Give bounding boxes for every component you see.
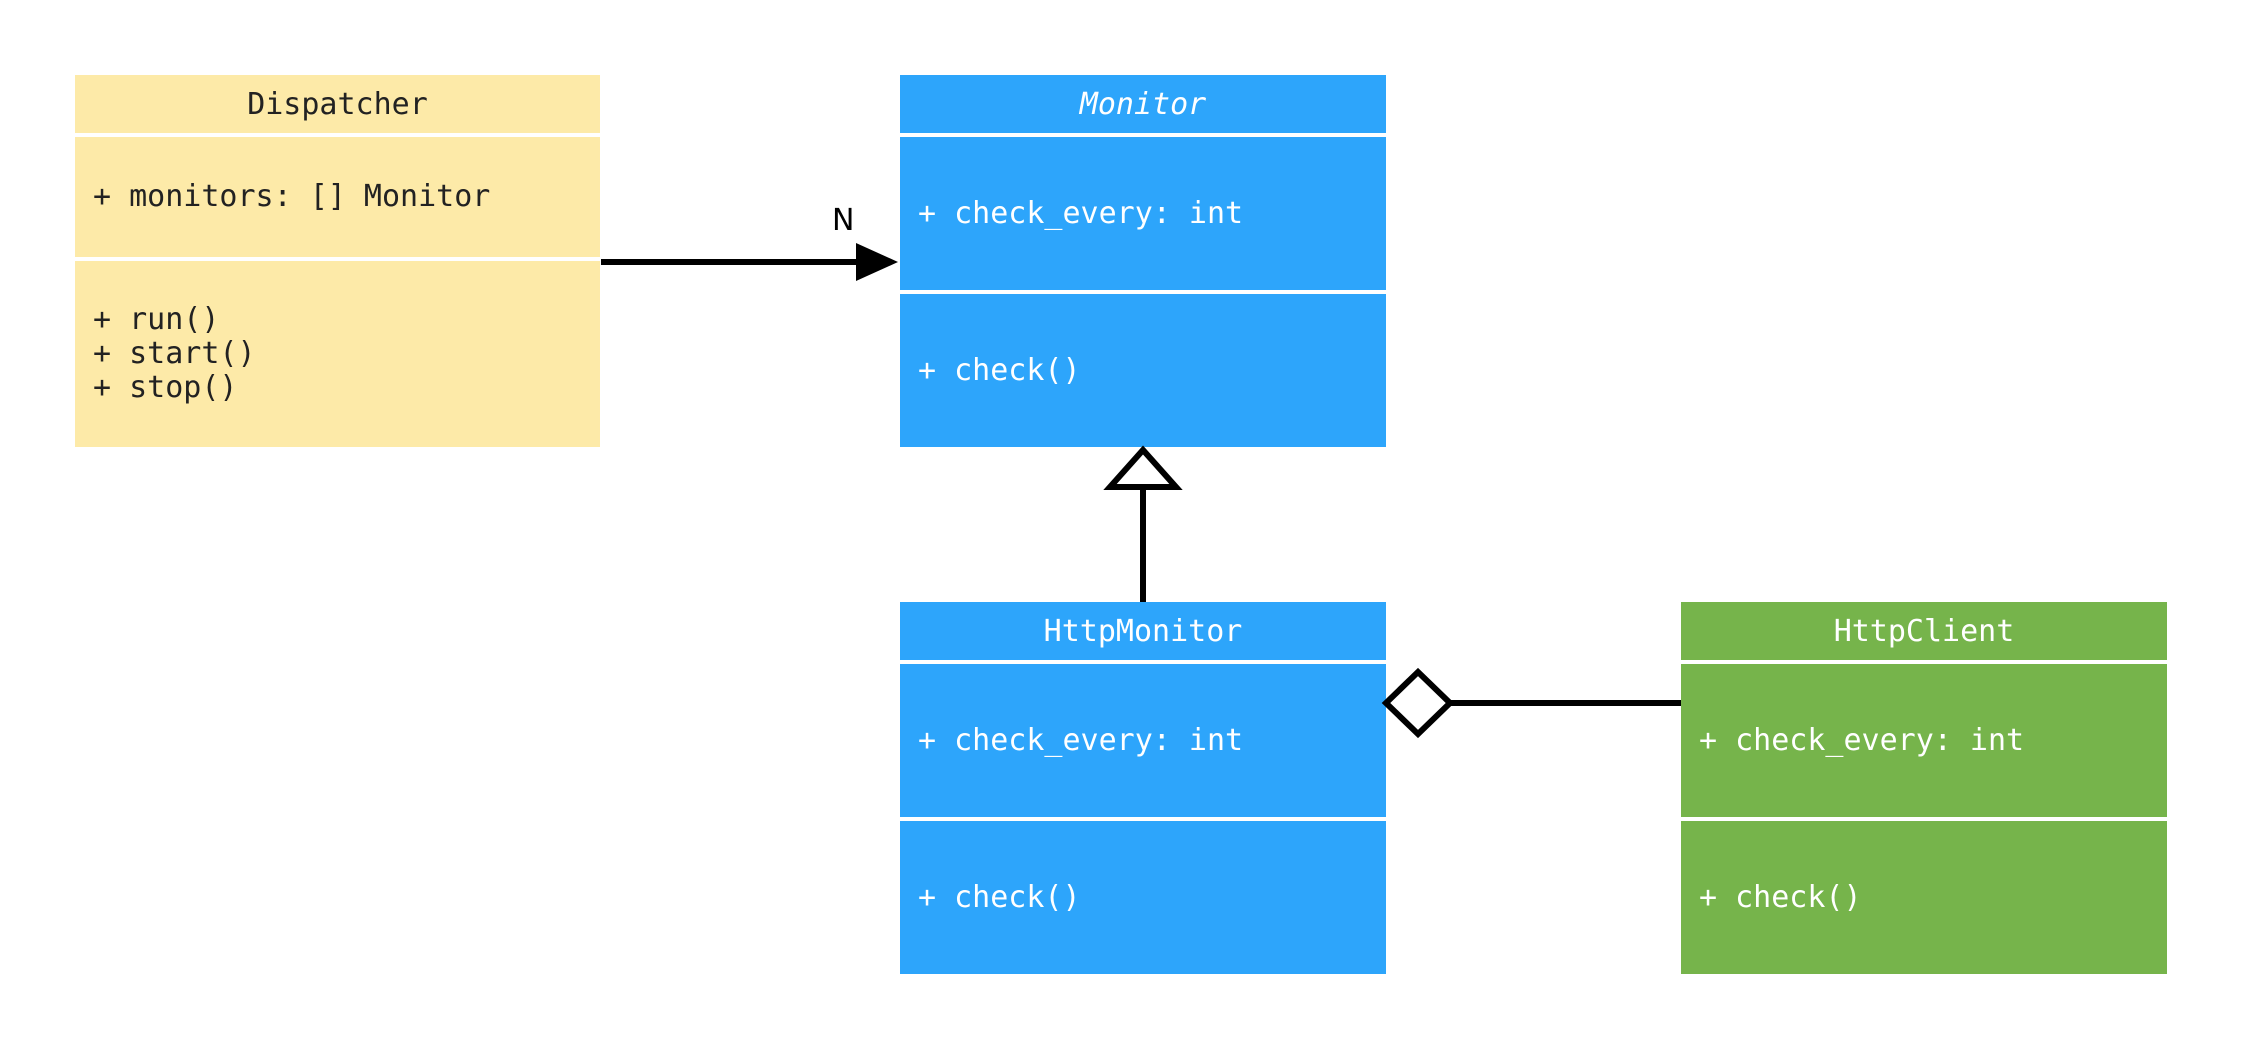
- method-row: + run(): [93, 302, 220, 337]
- hollow-triangle-icon: [1103, 445, 1183, 490]
- method-row: + check(): [1699, 879, 1862, 915]
- edge-label-multiplicity-n: N: [832, 203, 855, 238]
- class-name-httpmonitor: HttpMonitor: [1043, 613, 1243, 649]
- method-row: + stop(): [93, 370, 238, 405]
- class-box-monitor[interactable]: Monitor + check_every: int + check(): [900, 75, 1386, 447]
- class-attributes-compartment-httpmonitor: + check_every: int: [900, 664, 1386, 817]
- class-title-compartment-dispatcher: Dispatcher: [75, 75, 600, 133]
- class-box-dispatcher[interactable]: Dispatcher + monitors: [] Monitor + run(…: [75, 75, 600, 447]
- class-name-monitor: Monitor: [1079, 86, 1207, 122]
- class-name-dispatcher: Dispatcher: [247, 86, 428, 122]
- class-methods-compartment-httpmonitor: + check(): [900, 821, 1386, 974]
- method-row: + start(): [93, 336, 256, 371]
- edge-httpmonitor-to-httpclient: [1381, 667, 1681, 739]
- class-title-compartment-httpmonitor: HttpMonitor: [900, 602, 1386, 660]
- method-row: + check(): [918, 879, 1081, 915]
- class-attributes-compartment-httpclient: + check_every: int: [1681, 664, 2167, 817]
- attribute-row: + check_every: int: [1699, 722, 2025, 758]
- hollow-diamond-icon: [1381, 667, 1455, 739]
- edge-dispatcher-to-monitor: [601, 243, 898, 281]
- attribute-row: + check_every: int: [918, 722, 1244, 758]
- class-methods-compartment-monitor: + check(): [900, 294, 1386, 447]
- method-row: + check(): [918, 352, 1081, 388]
- class-box-httpmonitor[interactable]: HttpMonitor + check_every: int + check(): [900, 602, 1386, 974]
- class-title-compartment-monitor: Monitor: [900, 75, 1386, 133]
- attribute-row: + check_every: int: [918, 195, 1244, 231]
- class-attributes-compartment-dispatcher: + monitors: [] Monitor: [75, 137, 600, 257]
- class-methods-compartment-httpclient: + check(): [1681, 821, 2167, 974]
- attribute-row: + monitors: [] Monitor: [93, 179, 491, 214]
- class-name-httpclient: HttpClient: [1833, 613, 2015, 649]
- class-attributes-compartment-monitor: + check_every: int: [900, 137, 1386, 290]
- filled-arrow-icon: [856, 243, 898, 281]
- edge-httpmonitor-to-monitor: [1103, 445, 1183, 602]
- class-box-httpclient[interactable]: HttpClient + check_every: int + check(): [1681, 602, 2167, 974]
- class-title-compartment-httpclient: HttpClient: [1681, 602, 2167, 660]
- class-methods-compartment-dispatcher: + run() + start() + stop(): [75, 261, 600, 447]
